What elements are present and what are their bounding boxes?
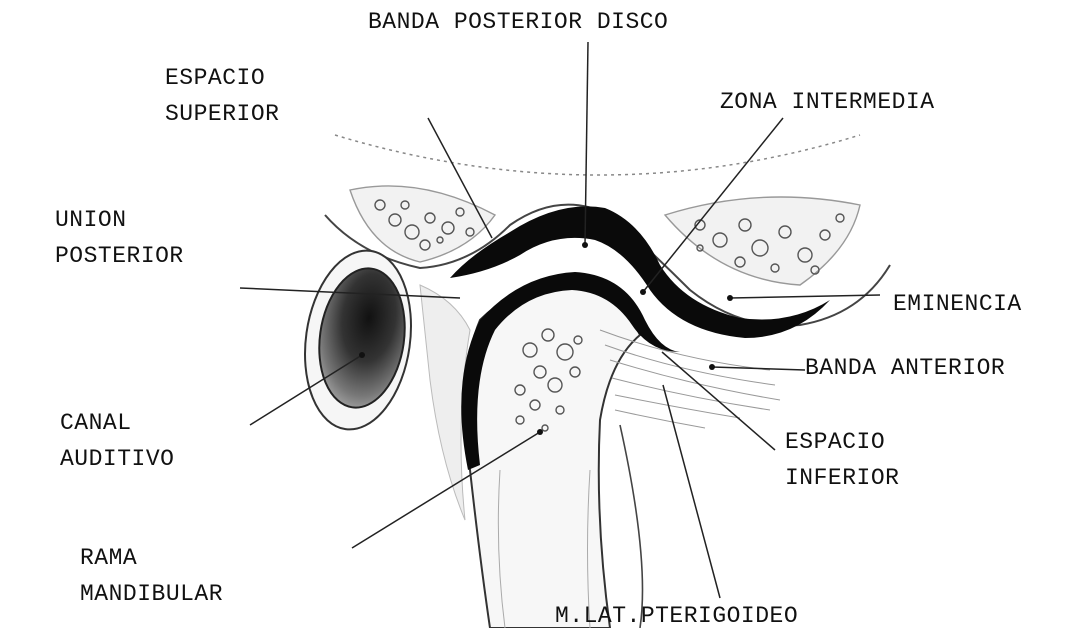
label-banda-posterior-disco: BANDA POSTERIOR DISCO (368, 4, 668, 40)
label-espacio-superior: ESPACIO SUPERIOR (165, 60, 279, 132)
label-union-posterior: UNION POSTERIOR (55, 202, 184, 274)
label-m-lat-pterigoideo: M.LAT.PTERIGOIDEO (555, 598, 798, 628)
label-rama-mandibular: RAMA MANDIBULAR (80, 540, 223, 612)
label-espacio-inferior: ESPACIO INFERIOR (785, 424, 899, 496)
skull-base-outline (335, 135, 860, 175)
label-eminencia: EMINENCIA (893, 286, 1022, 322)
label-zona-intermedia: ZONA INTERMEDIA (720, 84, 935, 120)
label-banda-anterior: BANDA ANTERIOR (805, 350, 1005, 386)
lateral-pterygoid-muscle (600, 330, 780, 628)
label-canal-auditivo: CANAL AUDITIVO (60, 405, 174, 477)
auditory-canal (294, 244, 422, 437)
